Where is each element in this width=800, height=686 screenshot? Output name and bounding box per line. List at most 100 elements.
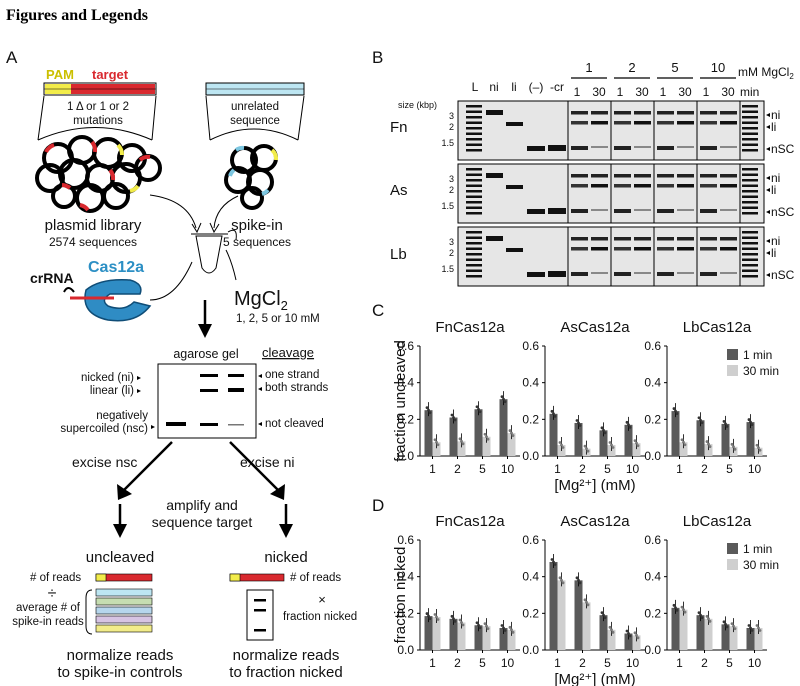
lane-label-L: L	[472, 80, 479, 94]
ladder-band	[466, 242, 482, 245]
li-band	[677, 184, 694, 188]
ladder-band	[742, 206, 758, 209]
x-tick-label: 10	[501, 462, 515, 476]
time-label: 1	[660, 85, 667, 99]
data-point	[577, 578, 580, 582]
legend-swatch	[727, 349, 738, 360]
data-point	[732, 624, 735, 628]
ni-band	[657, 174, 674, 178]
x-tick-label: 10	[626, 656, 640, 670]
page-title: Figures and Legends	[6, 7, 148, 24]
data-point	[700, 421, 704, 425]
ni-band	[700, 174, 717, 178]
ladder-band	[742, 253, 758, 256]
min-label: min	[740, 85, 759, 99]
data-point	[722, 420, 726, 423]
ni-band	[720, 174, 737, 178]
li-band	[571, 184, 588, 188]
nsc-band	[634, 146, 651, 148]
data-point	[705, 614, 709, 618]
data-point	[453, 619, 457, 623]
data-point	[732, 445, 735, 449]
data-point	[683, 443, 687, 447]
mg-group-label: 2	[628, 60, 635, 75]
ladder-band	[742, 138, 758, 141]
mgcl-sub: 2	[281, 298, 288, 313]
legend-label: 1 min	[743, 542, 772, 556]
data-point	[730, 442, 734, 446]
ni-band	[657, 111, 674, 115]
bar	[704, 618, 713, 650]
data-point	[458, 618, 462, 622]
li-band	[700, 121, 717, 125]
x-axis-label: [Mg²⁺] (mM)	[554, 671, 635, 686]
bar	[474, 409, 483, 456]
x-tick-label: 2	[579, 656, 586, 670]
data-point	[502, 626, 505, 630]
data-point	[550, 558, 554, 561]
ladder-band	[466, 275, 482, 278]
data-point	[436, 618, 440, 621]
data-point	[578, 581, 582, 585]
data-point	[475, 621, 479, 625]
band-nsc-label-2: supercoiled (nsc)	[60, 423, 148, 435]
mutations-line1: 1 Δ or 1 or 2	[67, 101, 129, 113]
ladder-band	[466, 121, 482, 124]
mg-group-label: 5	[671, 60, 678, 75]
data-point	[600, 426, 604, 430]
y-tick-label: 0.6	[397, 533, 414, 547]
bar	[721, 624, 730, 650]
data-point	[627, 423, 630, 427]
ni-band	[614, 237, 631, 241]
data-point	[610, 628, 613, 632]
nsc-band	[591, 146, 608, 148]
band-label-arrow	[766, 113, 770, 117]
ladder-band	[742, 132, 758, 135]
bar	[432, 617, 441, 650]
y-tick-label: 0.0	[522, 643, 539, 657]
y-axis-label: fraction uncleaved	[392, 340, 409, 462]
ladder-band	[742, 173, 758, 176]
y-tick-label: 0.2	[397, 412, 414, 426]
cleave-one-strand: one strand	[265, 369, 319, 381]
data-point	[697, 611, 701, 615]
data-point	[705, 440, 709, 443]
li-band	[700, 247, 717, 251]
y-tick-label: 0.2	[522, 412, 539, 426]
li-control-band	[506, 122, 523, 126]
y-tick-label: 0.0	[644, 449, 661, 463]
x-tick-label: 10	[748, 656, 762, 670]
cleavage-title: cleavage	[262, 345, 314, 360]
data-point	[611, 630, 615, 634]
data-point	[750, 423, 754, 426]
bar	[482, 436, 491, 456]
y-tick-label: 0.4	[644, 376, 661, 390]
y-axis-label: fraction nicked	[392, 547, 409, 644]
data-point	[680, 438, 684, 442]
subplot-title: FnCas12a	[435, 513, 505, 530]
ladder-band	[466, 212, 482, 215]
lane-label-neg: (–)	[529, 80, 544, 94]
data-point	[682, 608, 685, 612]
data-point	[699, 613, 702, 617]
bar	[632, 635, 641, 650]
li-band	[614, 247, 631, 251]
average-line1: average # of	[16, 602, 81, 614]
data-point	[725, 425, 729, 428]
data-point	[458, 437, 462, 441]
x-tick-label: 2	[579, 462, 586, 476]
data-point	[450, 614, 454, 618]
data-point	[453, 418, 457, 422]
nsc-band	[677, 146, 694, 148]
data-point	[747, 418, 751, 421]
ni-band	[591, 237, 608, 241]
subplot-title: LbCas12a	[683, 513, 752, 530]
data-point	[552, 560, 555, 564]
size-tick: 2	[449, 185, 454, 195]
data-point	[586, 449, 590, 453]
pam-label: PAM	[46, 67, 74, 82]
data-point	[585, 600, 588, 604]
ladder-band	[742, 116, 758, 119]
data-point	[750, 629, 754, 632]
